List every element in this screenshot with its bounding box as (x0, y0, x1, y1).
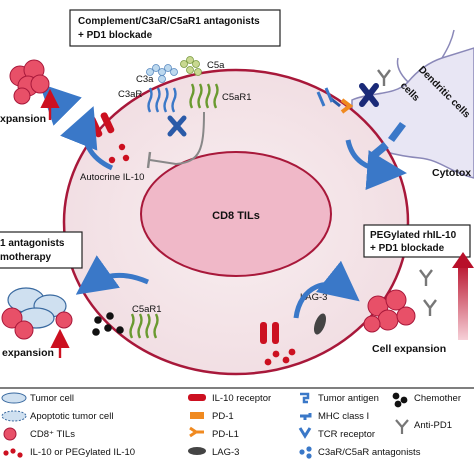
treatment-box-left: 1 antagonists motherapy (0, 231, 83, 269)
expanding-cells-top-left (9, 59, 50, 105)
legend-lag3: LAG-3 (212, 447, 239, 458)
antagonist-x-right (359, 83, 379, 107)
legend-icon-tumor-antigen (300, 392, 310, 404)
tumor-cell-cluster (1, 287, 73, 340)
legend-il10-receptor: IL-10 receptor (212, 393, 271, 404)
legend-icon-cd8 (3, 427, 17, 441)
treatment-box-right-line2: + PD1 blockade (370, 243, 445, 254)
anti-pd1-top (377, 69, 391, 86)
c3a-label: C3a (136, 74, 154, 85)
cd8-cell-nucleus (140, 151, 332, 277)
legend-pd1: PD-1 (212, 411, 234, 422)
il10-dots-top (108, 143, 130, 164)
treatment-box-left-line1: 1 antagonists (0, 238, 65, 249)
cell-expansion-label: Cell expansion (372, 343, 446, 355)
arrow-cytotox (345, 139, 407, 191)
arrow-autocrine (60, 106, 114, 171)
c3ar-receptor (147, 87, 177, 113)
anti-pd1-right (419, 269, 437, 316)
il10-receptor-bottom (260, 322, 279, 344)
inhibition-bar (146, 151, 152, 169)
legend-icon-il10-receptor (188, 394, 206, 401)
legend-icon-lag3 (188, 447, 206, 455)
legend-icon-il10 (3, 448, 23, 458)
lag3-marker (313, 313, 327, 335)
legend-icon-tumor-cell (1, 392, 27, 404)
treatment-box-top-line1: Complement/C3aR/C5aR1 antagonists (78, 16, 260, 27)
increase-arrow-head (452, 252, 474, 268)
legend-icon-tcr (298, 427, 312, 439)
inhibition-line (149, 111, 205, 166)
arrow-bottom-left (75, 255, 149, 295)
treatment-box-right: PEGylated rhIL-10 + PD1 blockade (363, 224, 471, 258)
legend-icon-chemotherapy (392, 392, 408, 408)
c3ar-label: C3aR (118, 89, 142, 100)
legend-apoptotic-tumor-cell: Apoptotic tumor cell (30, 411, 113, 422)
il10-dots-bottom (264, 348, 296, 366)
c5a-ligand (180, 56, 202, 76)
c5ar1-label-bottom: C5aR1 (132, 304, 162, 315)
c5a-label: C5a (207, 60, 225, 71)
treatment-box-left-line2: motherapy (0, 252, 52, 263)
legend-icon-pdl1 (189, 426, 204, 438)
c5ar1-receptor-top (189, 83, 219, 109)
expansion-label-bottom-left: expansion (2, 347, 54, 359)
treatment-box-right-line1: PEGylated rhIL-10 (370, 230, 457, 241)
legend-chemotherapy: Chemother (414, 393, 461, 404)
legend-icon-anti-pd1 (395, 419, 409, 434)
treatment-box-top-line2: + PD1 blockade (78, 30, 153, 41)
c5ar1-receptor-bottom (129, 313, 159, 339)
legend-tcr-receptor: TCR receptor (318, 429, 375, 440)
c3a-ligand (146, 64, 178, 83)
legend: Tumor cell Apoptotic tumor cell CD8⁺ TIL… (0, 387, 474, 459)
legend-mhc-class-i: MHC class I (318, 411, 369, 422)
legend-c3ar-c5ar-antagonists: C3aR/C5aR antagonists (318, 447, 421, 458)
legend-icon-apoptotic (1, 410, 27, 422)
legend-icon-pd1 (190, 412, 204, 419)
legend-anti-pd1: Anti-PD1 (414, 420, 452, 431)
legend-icon-antagonists (299, 446, 312, 459)
cell-center-label: CD8 TILs (212, 210, 260, 222)
legend-pdl1: PD-L1 (212, 429, 239, 440)
cytotox-label: Cytotox (432, 167, 471, 179)
c5ar1-label-top: C5aR1 (222, 92, 252, 103)
legend-tumor-antigen: Tumor antigen (318, 393, 379, 404)
autocrine-label: Autocrine IL-10 (80, 172, 144, 183)
legend-cd8-tils: CD8⁺ TILs (30, 429, 75, 440)
arrow-expansion-top (39, 83, 82, 126)
legend-il10: IL-10 or PEGylated IL-10 (30, 447, 135, 458)
legend-icon-mhc (300, 413, 312, 420)
legend-tumor-cell: Tumor cell (30, 393, 74, 404)
antagonist-x-top (167, 115, 187, 137)
arrow-bottom-right (293, 260, 360, 319)
chemotherapy-dots-bottom (92, 312, 124, 336)
treatment-box-top: Complement/C3aR/C5aR1 antagonists + PD1 … (69, 9, 281, 47)
lag3-label: LAG-3 (300, 292, 327, 303)
tcr-pd1-top-right (316, 87, 354, 114)
expanding-cells-right (363, 289, 416, 333)
expansion-label-top-left: xpansion (0, 113, 46, 125)
increase-arrow-right (458, 262, 468, 340)
